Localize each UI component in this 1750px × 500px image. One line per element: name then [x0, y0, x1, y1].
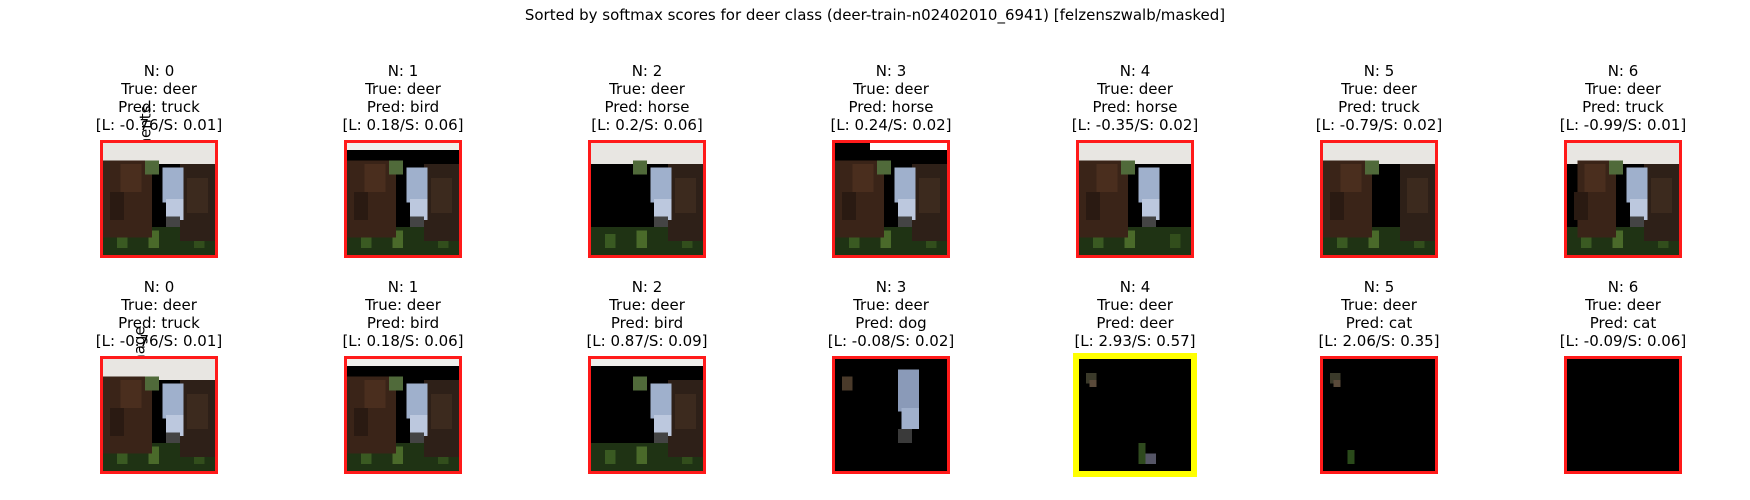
thumbnail-image [591, 359, 703, 471]
caption-scores: [L: -0.99/S: 0.01] [1559, 116, 1687, 134]
thumbnail-image [103, 143, 215, 255]
thumbnail-image [347, 143, 459, 255]
thumbnail-image [1567, 359, 1679, 471]
caption-true: True: deer [609, 296, 685, 314]
caption-pred: Pred: truck [118, 314, 200, 332]
caption-true: True: deer [1585, 296, 1661, 314]
thumbnail-image [1079, 143, 1191, 255]
caption-n: N: 4 [1119, 278, 1151, 296]
thumbnail-image [103, 359, 215, 471]
caption-pred: Pred: cat [1345, 314, 1413, 332]
caption-n: N: 3 [875, 278, 907, 296]
thumbnail-image [591, 143, 703, 255]
caption-pred: Pred: horse [1092, 98, 1178, 116]
thumbnail-image [347, 359, 459, 471]
caption-scores: [L: 0.18/S: 0.06] [342, 332, 464, 350]
caption-true: True: deer [1341, 80, 1417, 98]
caption-pred: Pred: deer [1096, 314, 1174, 332]
caption-scores: [L: -0.76/S: 0.01] [95, 332, 223, 350]
caption-scores: [L: 0.18/S: 0.06] [342, 116, 464, 134]
thumbnail [1564, 356, 1682, 474]
caption-true: True: deer [1097, 80, 1173, 98]
thumbnail [100, 356, 218, 474]
caption-true: True: deer [365, 296, 441, 314]
thumbnail [588, 140, 706, 258]
caption-pred: Pred: dog [855, 314, 927, 332]
thumbnail-image [1323, 359, 1435, 471]
figure-title: Sorted by softmax scores for deer class … [524, 6, 1226, 24]
caption-scores: [L: -0.09/S: 0.06] [1559, 332, 1687, 350]
caption-n: N: 4 [1119, 62, 1151, 80]
thumbnail-image [835, 143, 947, 255]
caption-pred: Pred: bird [366, 98, 440, 116]
caption-n: N: 0 [143, 62, 175, 80]
caption-true: True: deer [609, 80, 685, 98]
caption-true: True: deer [853, 80, 929, 98]
caption-n: N: 1 [387, 62, 419, 80]
caption-scores: [L: 0.24/S: 0.02] [830, 116, 952, 134]
thumbnail [344, 356, 462, 474]
caption-pred: Pred: horse [604, 98, 690, 116]
caption-pred: Pred: truck [1338, 98, 1420, 116]
thumbnail [100, 140, 218, 258]
caption-scores: [L: -0.35/S: 0.02] [1071, 116, 1199, 134]
caption-n: N: 6 [1607, 278, 1639, 296]
caption-scores: [L: 2.93/S: 0.57] [1074, 332, 1196, 350]
caption-n: N: 5 [1363, 278, 1395, 296]
caption-true: True: deer [1097, 296, 1173, 314]
thumbnail-image [1323, 143, 1435, 255]
caption-scores: [L: -0.76/S: 0.01] [95, 116, 223, 134]
caption-scores: [L: 0.2/S: 0.06] [591, 116, 703, 134]
caption-pred: Pred: truck [1582, 98, 1664, 116]
thumbnail [832, 140, 950, 258]
caption-n: N: 3 [875, 62, 907, 80]
caption-pred: Pred: horse [848, 98, 934, 116]
caption-n: N: 6 [1607, 62, 1639, 80]
thumbnail [1076, 140, 1194, 258]
thumbnail [1320, 356, 1438, 474]
thumbnail [1564, 140, 1682, 258]
caption-true: True: deer [1341, 296, 1417, 314]
thumbnail-image [835, 359, 947, 471]
caption-n: N: 5 [1363, 62, 1395, 80]
caption-n: N: 1 [387, 278, 419, 296]
caption-true: True: deer [365, 80, 441, 98]
caption-true: True: deer [121, 296, 197, 314]
thumbnail-image [1079, 359, 1191, 471]
caption-scores: [L: -0.08/S: 0.02] [827, 332, 955, 350]
thumbnail [832, 356, 950, 474]
caption-pred: Pred: bird [366, 314, 440, 332]
caption-true: True: deer [853, 296, 929, 314]
caption-true: True: deer [121, 80, 197, 98]
caption-true: True: deer [1585, 80, 1661, 98]
thumbnail-image [1567, 143, 1679, 255]
caption-pred: Pred: truck [118, 98, 200, 116]
caption-scores: [L: 2.06/S: 0.35] [1318, 332, 1440, 350]
thumbnail [1320, 140, 1438, 258]
thumbnail [344, 140, 462, 258]
caption-n: N: 2 [631, 62, 663, 80]
caption-scores: [L: -0.79/S: 0.02] [1315, 116, 1443, 134]
thumbnail [588, 356, 706, 474]
caption-pred: Pred: cat [1589, 314, 1657, 332]
thumbnail-highlighted [1073, 353, 1197, 477]
caption-pred: Pred: bird [610, 314, 684, 332]
caption-n: N: 0 [143, 278, 175, 296]
caption-scores: [L: 0.87/S: 0.09] [586, 332, 708, 350]
caption-n: N: 2 [631, 278, 663, 296]
